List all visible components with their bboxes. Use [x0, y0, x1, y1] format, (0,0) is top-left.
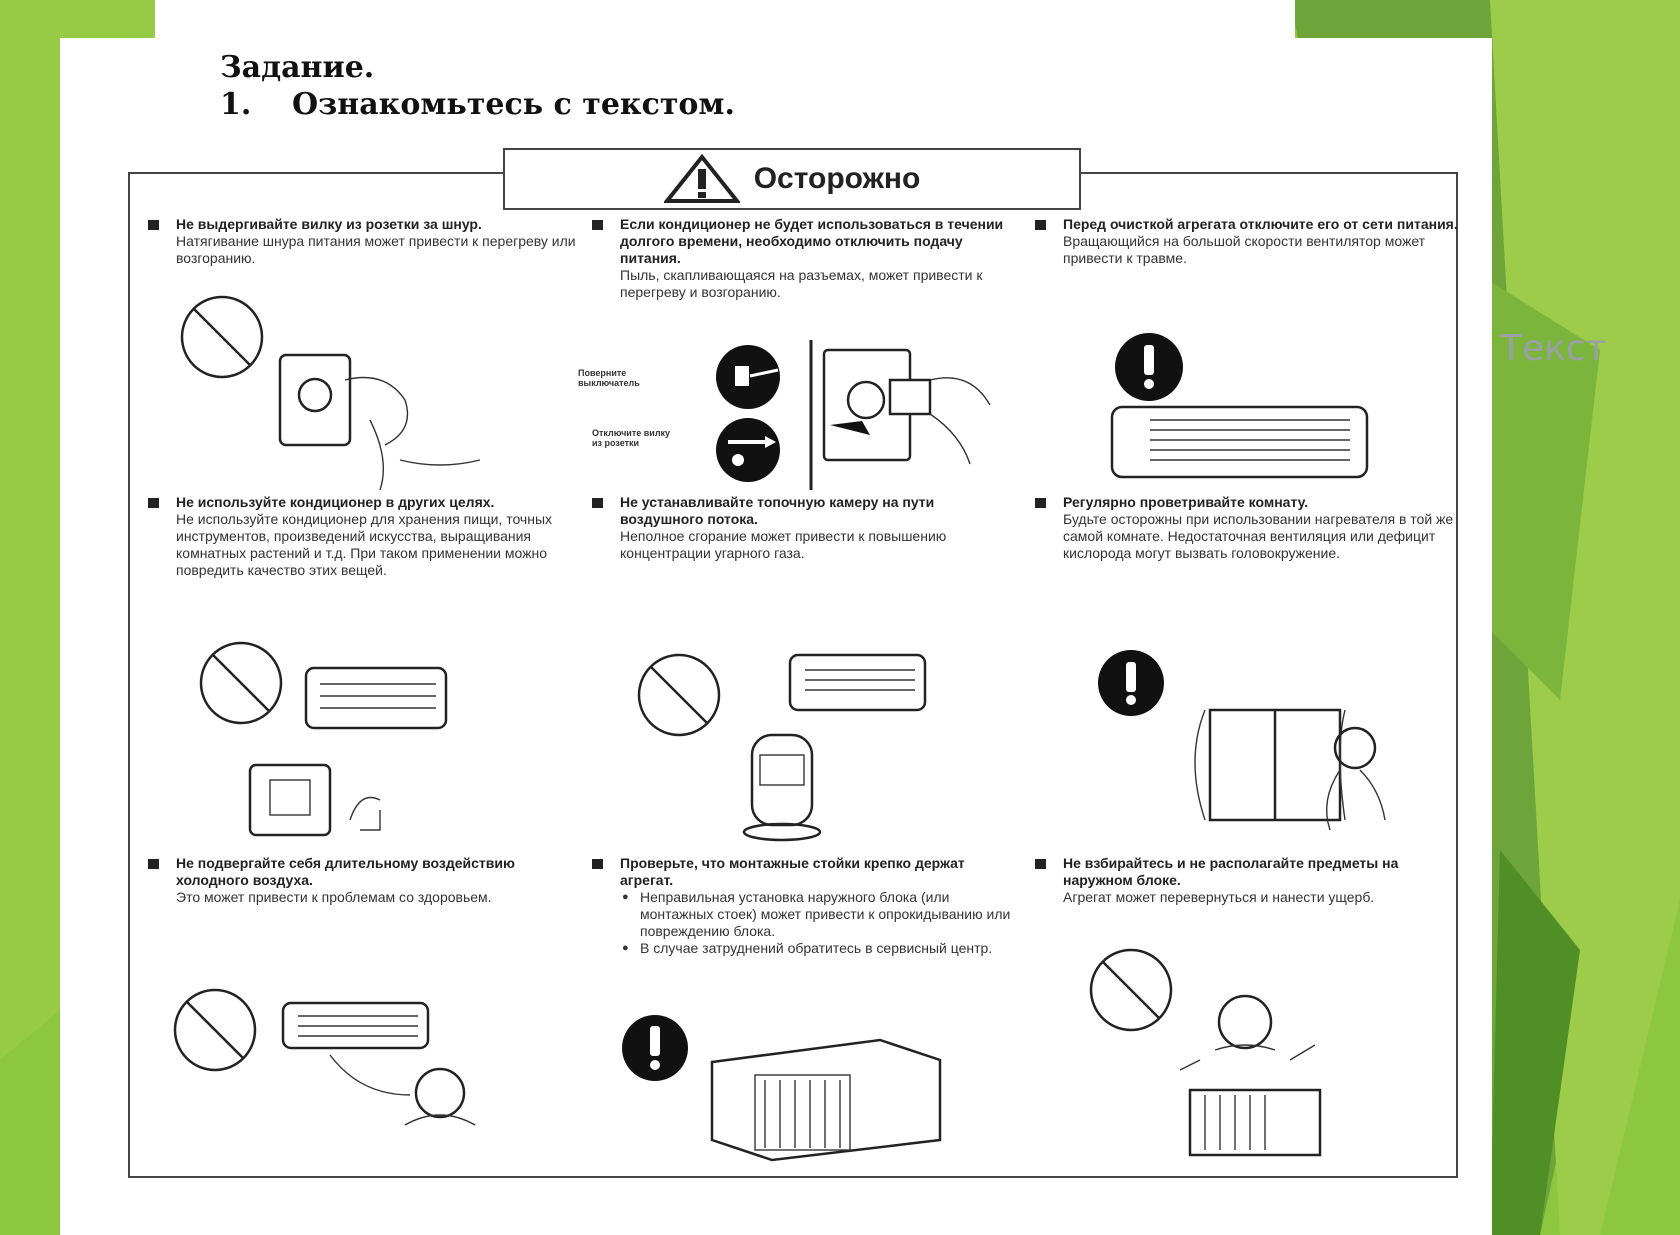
prohibited-icon — [173, 988, 257, 1072]
task-item: 1. Ознакомьтесь с текстом. — [220, 87, 735, 122]
mandatory-icon — [1098, 650, 1164, 716]
switch-off-label: Поверните выключатель — [578, 368, 640, 388]
caution-item-head: Не взбирайтесь и не располагайте предмет… — [1063, 855, 1399, 888]
square-bullet — [148, 220, 159, 230]
caution-item-body: Пыль, скапливающаяся на разъемах, может … — [620, 267, 983, 300]
caution-item-8: Проверьте, что монтажные стойки крепко д… — [592, 855, 1020, 957]
caution-item-5: Не устанавливайте топочную камеру на пут… — [592, 494, 1020, 562]
caution-item-head: Не устанавливайте топочную камеру на пут… — [620, 494, 935, 527]
mandatory-icon — [1115, 333, 1183, 401]
square-bullet — [1035, 220, 1046, 230]
storage-misuse-illustration — [248, 666, 448, 837]
caution-item-head: Проверьте, что монтажные стойки крепко д… — [620, 855, 965, 888]
caution-item-bullets: Неправильная установка наружного блока (… — [620, 889, 1020, 957]
caution-item-body: Агрегат может перевернуться и нанести ущ… — [1063, 889, 1375, 905]
unplug-label: Отключите вилку из розетки — [592, 428, 671, 448]
plug-illustration — [278, 353, 481, 491]
caution-item-body: Натягивание шнура питания может привести… — [176, 233, 576, 266]
square-bullet — [1035, 498, 1046, 508]
caution-item-1: Не выдергивайте вилку из розетки за шнур… — [148, 216, 576, 267]
unplug-icon — [716, 418, 780, 482]
caution-item-6: Регулярно проветривайте комнату. Будьте … — [1035, 494, 1463, 562]
prohibited-icon — [180, 295, 264, 379]
square-bullet — [592, 220, 603, 230]
document-top-strip — [155, 0, 1295, 40]
caution-item-head: Не используйте кондиционер в других целя… — [176, 494, 495, 510]
caution-item-body: Будьте осторожны при использовании нагре… — [1063, 511, 1454, 561]
caution-item-bullet: В случае затруднений обратитесь в сервис… — [622, 940, 1020, 957]
caution-item-head: Не подвергайте себя длительному воздейст… — [176, 855, 515, 888]
heater-illustration — [742, 653, 927, 842]
outdoor-unit-illustration — [710, 1038, 942, 1162]
caution-label: Осторожно — [753, 162, 921, 195]
window-ventilation-illustration — [1194, 708, 1386, 831]
side-text-label: Текст — [1500, 328, 1607, 369]
caution-item-7: Не подвергайте себя длительному воздейст… — [148, 855, 576, 906]
prohibited-icon — [199, 641, 283, 725]
caution-header: Осторожно — [503, 148, 1081, 210]
caution-item-body: Неполное сгорание может привести к повыш… — [620, 528, 947, 561]
caution-item-head: Не выдергивайте вилку из розетки за шнур… — [176, 216, 482, 232]
caution-item-body: Не используйте кондиционер для хранения … — [176, 511, 553, 578]
square-bullet — [592, 859, 603, 869]
outlet-icon — [822, 348, 991, 465]
prohibited-icon — [637, 653, 721, 737]
caution-item-2: Если кондиционер не будет использоваться… — [592, 216, 1020, 301]
caution-item-4: Не используйте кондиционер в других целя… — [148, 494, 576, 579]
warning-triangle-icon — [663, 154, 740, 203]
caution-item-head: Регулярно проветривайте комнату. — [1063, 494, 1309, 510]
task-item-text: Ознакомьтесь с текстом. — [292, 87, 735, 122]
square-bullet — [592, 498, 603, 508]
caution-item-head: Если кондиционер не будет использоваться… — [620, 216, 1004, 266]
square-bullet — [148, 498, 159, 508]
caution-item-body: Вращающийся на большой скорости вентилят… — [1063, 233, 1426, 266]
square-bullet — [1035, 859, 1046, 869]
caution-item-body: Это может привести к проблемам со здоров… — [176, 889, 492, 905]
task-item-number: 1. — [220, 87, 252, 122]
caution-item-bullet: Неправильная установка наружного блока (… — [622, 889, 1020, 940]
prohibited-icon — [1089, 948, 1173, 1032]
square-bullet — [148, 859, 159, 869]
caution-item-3: Перед очисткой агрегата отключите его от… — [1035, 216, 1463, 267]
task-title: Задание. — [220, 50, 375, 85]
mandatory-icon — [622, 1015, 688, 1081]
cold-air-illustration — [281, 1001, 476, 1126]
child-climbing-illustration — [1179, 994, 1322, 1157]
switch-off-icon — [716, 345, 780, 409]
indoor-unit-illustration — [1110, 405, 1369, 479]
caution-item-head: Перед очисткой агрегата отключите его от… — [1063, 216, 1458, 232]
caution-item-9: Не взбирайтесь и не располагайте предмет… — [1035, 855, 1463, 906]
